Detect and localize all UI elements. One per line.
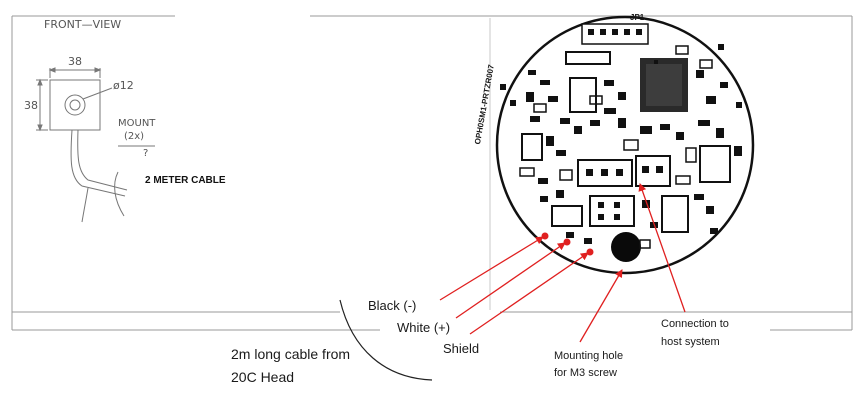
front-view-drawing <box>36 67 155 223</box>
label-shield: Shield <box>443 341 480 356</box>
label-cable-2: 20C Head <box>231 369 295 385</box>
height-dimension: 38 <box>24 99 38 112</box>
arrow-black <box>439 236 544 301</box>
arrow-shield <box>469 252 589 335</box>
label-mounting-hole-1: Mounting hole <box>554 350 624 362</box>
cable-length-label: 2 METER CABLE <box>145 175 226 186</box>
mount-count: (2x) <box>124 131 145 142</box>
label-connection-2: host system <box>661 336 720 348</box>
label-mounting-hole-2: for M3 screw <box>554 367 617 379</box>
label-white: White (+) <box>397 320 451 335</box>
arrow-mounting-hole <box>579 269 623 343</box>
arrow-connection <box>638 183 686 313</box>
pcb-board <box>495 15 755 275</box>
mount-sub: ? <box>143 148 149 159</box>
label-connection-1: Connection to <box>661 318 729 330</box>
label-black: Black (-) <box>368 298 417 313</box>
diameter-label: ø12 <box>113 79 134 92</box>
mount-label: MOUNT <box>118 118 156 129</box>
drawing-frame <box>11 15 853 331</box>
width-dimension: 38 <box>68 55 82 68</box>
callout-arrows <box>439 183 686 343</box>
arrow-white <box>455 242 566 319</box>
cable-arc <box>339 299 433 381</box>
front-view-label: FRONT—VIEW <box>44 18 122 31</box>
pcb-header-label: JP1 <box>630 13 645 22</box>
label-cable-1: 2m long cable from <box>231 346 351 362</box>
